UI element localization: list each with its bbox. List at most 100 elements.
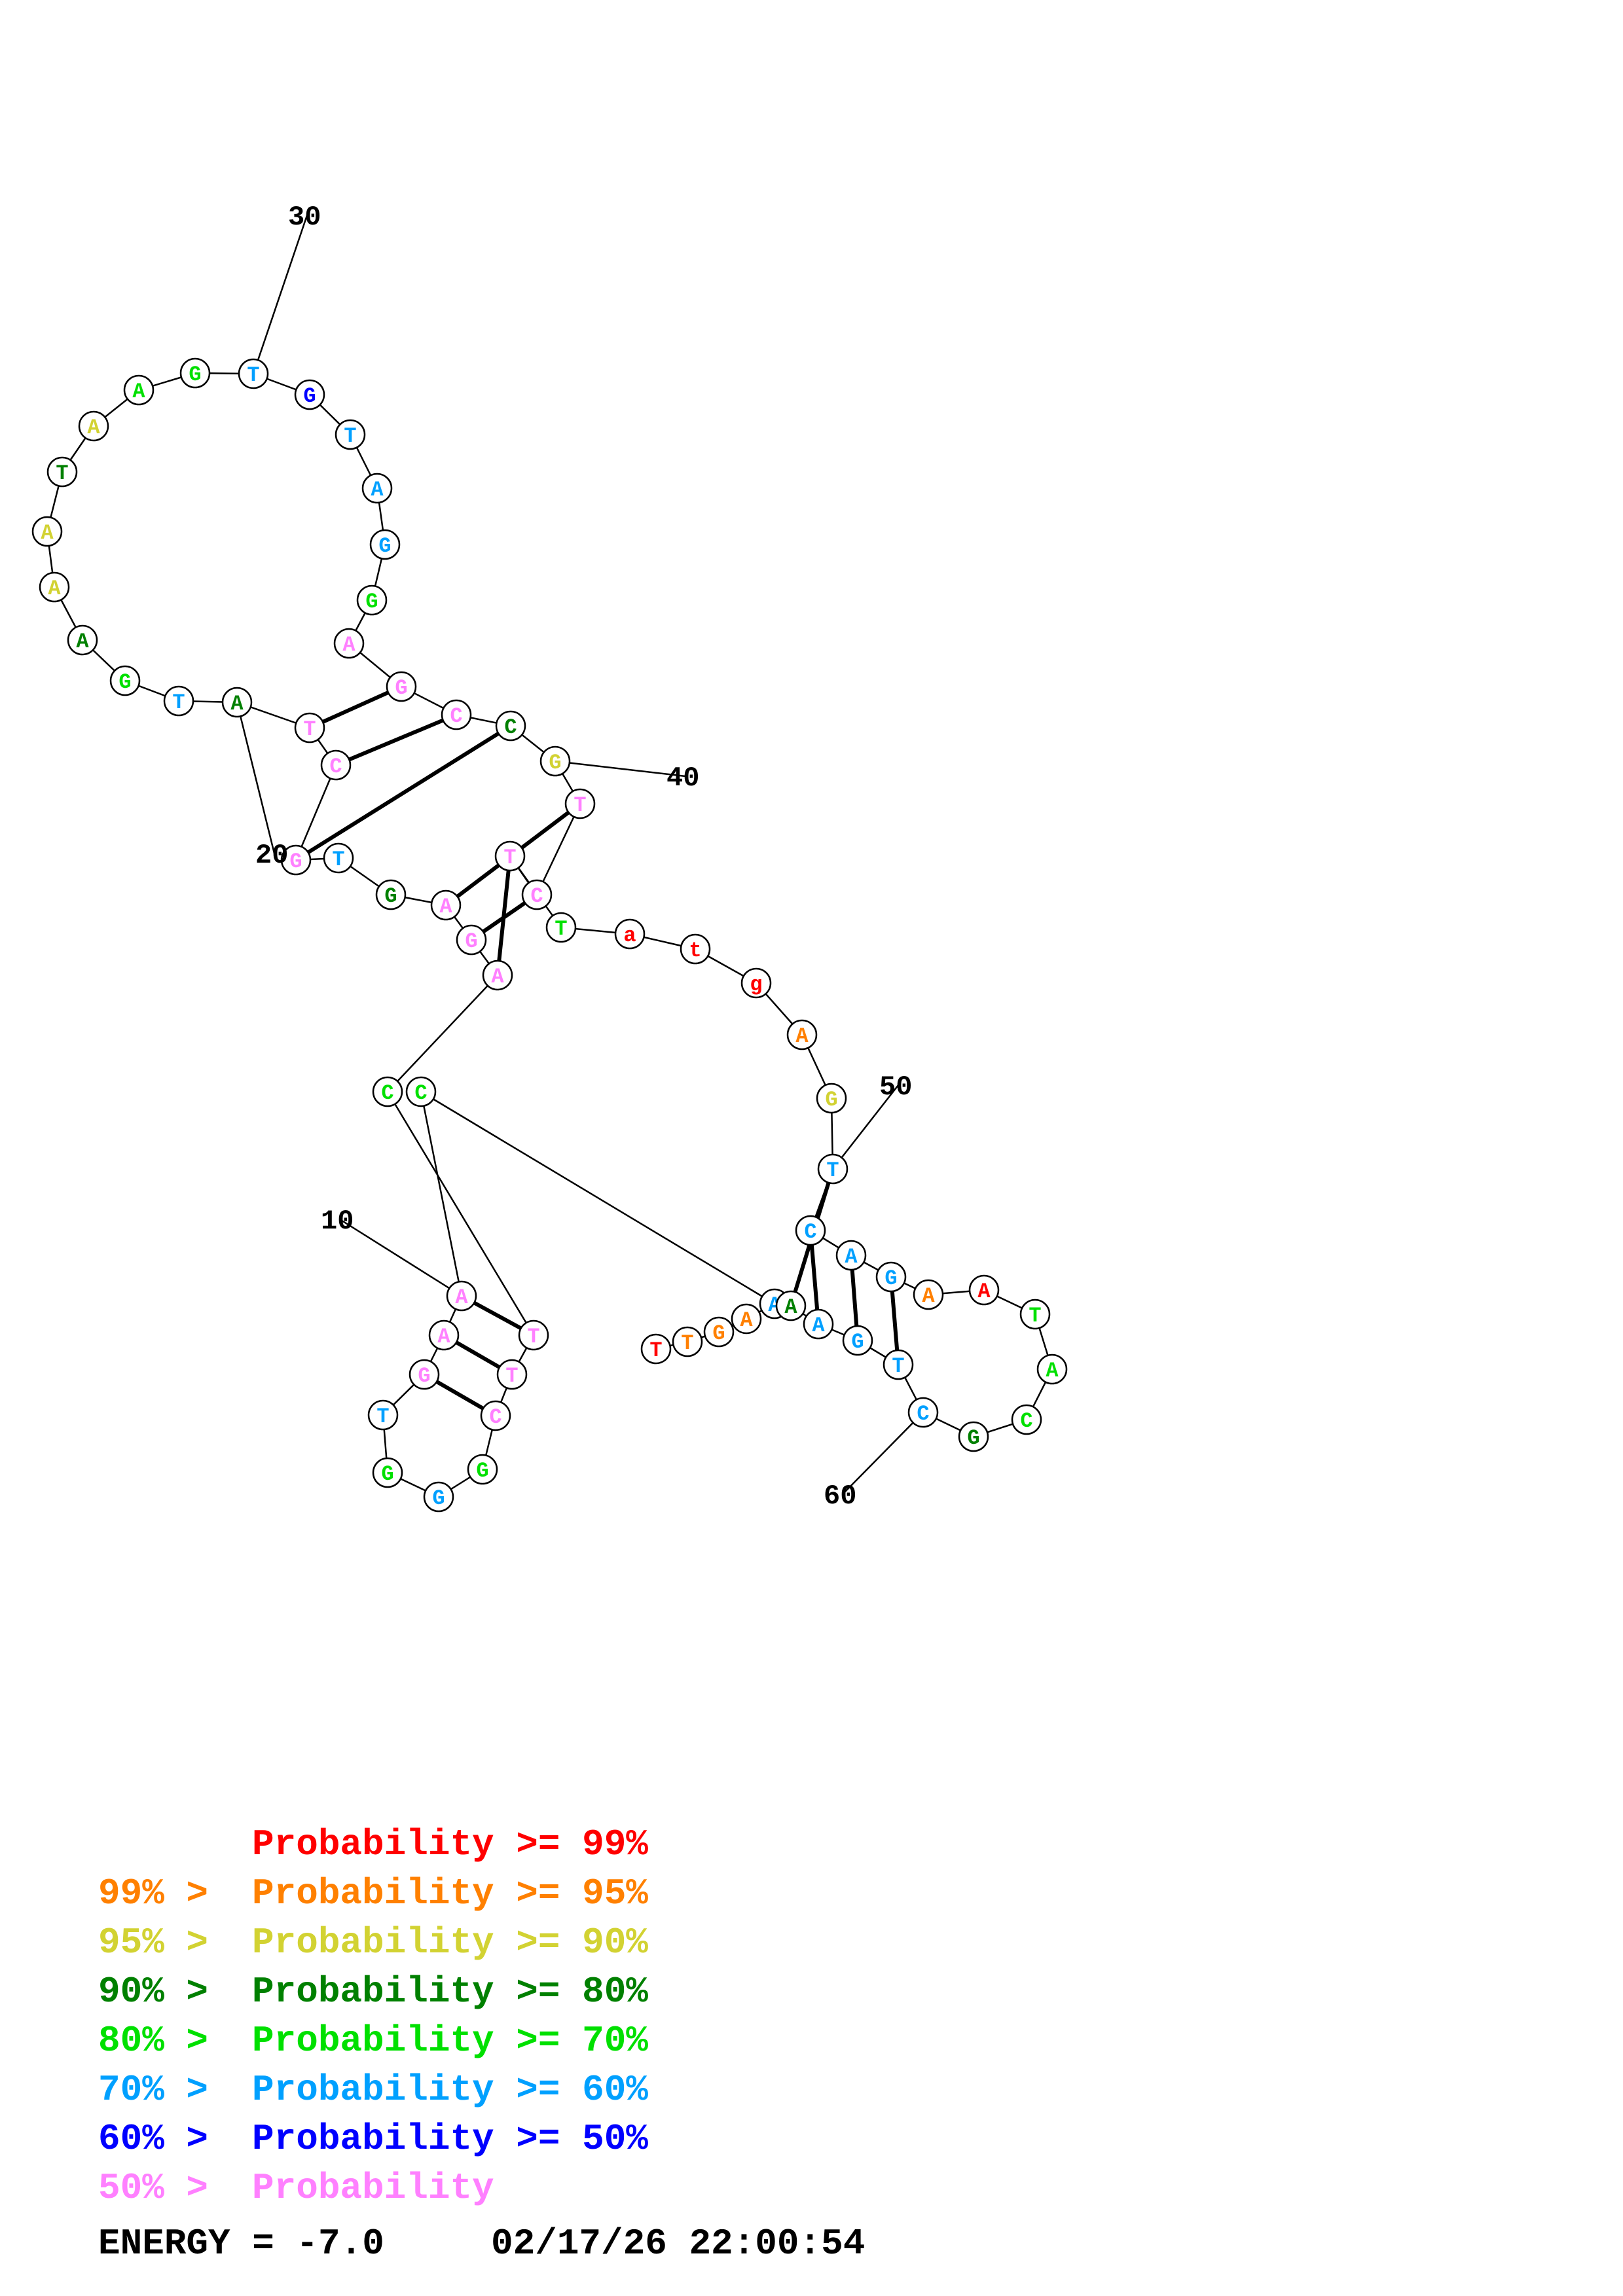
nucleotide: A — [446, 1280, 477, 1312]
nucleotide-letter: A — [784, 1295, 797, 1319]
nucleotide-circle — [482, 960, 513, 991]
nucleotide-circle — [430, 889, 462, 921]
nucleotide: G — [386, 671, 417, 702]
nucleotide: T — [163, 685, 194, 717]
legend-row-5: 80% > Probability >= 70% — [98, 2020, 648, 2062]
nucleotide: G — [369, 529, 401, 560]
position-tick — [555, 760, 686, 778]
energy-footer: ENERGY = -7.0 02/17/26 22:00:54 — [98, 2223, 865, 2265]
nucleotide-letter: T — [892, 1354, 904, 1378]
position-tick — [252, 215, 308, 374]
nucleotide-letter: G — [465, 929, 477, 954]
nucleotide-letter: T — [555, 917, 567, 941]
nucleotide-circle — [294, 379, 325, 410]
nucleotide-letter: A — [812, 1314, 825, 1338]
nucleotide-circle — [614, 918, 646, 950]
nucleotide-letter: T — [332, 848, 344, 872]
nucleotide-circle — [480, 1400, 511, 1431]
nucleotide: a — [614, 918, 646, 950]
nucleotide-circle — [456, 924, 487, 956]
legend-row-3-right: Probability >= 90% — [252, 1922, 648, 1964]
nucleotide: T — [672, 1326, 703, 1357]
nucleotide-circle — [372, 1076, 403, 1107]
nucleotide: G — [409, 1359, 440, 1390]
nucleotide-circle — [163, 685, 194, 717]
nucleotide: G — [456, 924, 487, 956]
legend-row-6-left: 70% > — [98, 2069, 208, 2111]
nucleotide: T — [496, 1359, 528, 1390]
nucleotide-circle — [1011, 1404, 1042, 1435]
position-label: 30 — [288, 202, 321, 233]
nucleotide: C — [320, 749, 352, 781]
nucleotide-letter: G — [189, 363, 201, 387]
nucleotide-circle — [803, 1308, 834, 1340]
position-label: 40 — [666, 762, 699, 794]
nucleotide: G — [109, 665, 141, 696]
nucleotide-letter: G — [289, 850, 302, 874]
nucleotide-circle — [405, 1076, 437, 1107]
nucleotide: T — [323, 842, 354, 874]
nucleotide-circle — [375, 879, 407, 910]
nucleotide-letter: A — [922, 1284, 935, 1308]
nucleotide-letter: A — [76, 630, 89, 654]
nucleotide-letter: G — [967, 1426, 979, 1450]
nucleotide: T — [367, 1399, 399, 1431]
position-tick — [842, 1412, 924, 1495]
nucleotide-circle — [428, 1319, 460, 1351]
nucleotide-circle — [179, 357, 211, 389]
nucleotide: T — [817, 1153, 848, 1185]
nucleotide: C — [795, 1215, 826, 1246]
backbone-segment — [387, 975, 498, 1092]
nucleotide-circle — [367, 1399, 399, 1431]
base-pair-bond — [809, 1230, 820, 1325]
nucleotide-circle — [31, 516, 63, 547]
nucleotide: G — [816, 1083, 847, 1114]
nucleotide-letter: C — [414, 1081, 427, 1105]
nucleotide: A — [913, 1279, 944, 1310]
nucleotide-circle — [731, 1303, 762, 1335]
nucleotide: A — [123, 374, 155, 406]
nucleotide: G — [423, 1481, 454, 1513]
nucleotide: T — [494, 840, 526, 872]
nucleotide-letter: T — [56, 461, 68, 486]
position-label: 10 — [321, 1206, 354, 1237]
nucleotide-circle — [740, 967, 772, 999]
timestamp: 02/17/26 22:00:54 — [491, 2223, 865, 2265]
nucleotide: A — [430, 889, 462, 921]
nucleotide-circle — [1019, 1299, 1051, 1330]
nucleotide-circle — [467, 1454, 498, 1485]
nucleotide-circle — [123, 374, 155, 406]
nucleotide-letter: T — [649, 1338, 662, 1363]
legend-row-5-left: 80% > — [98, 2020, 208, 2062]
nucleotide: A — [731, 1303, 762, 1335]
nucleotide-circle — [39, 571, 70, 603]
nucleotide: A — [968, 1274, 1000, 1306]
nucleotide: A — [835, 1240, 867, 1271]
nucleotide-letter: C — [504, 715, 517, 740]
nucleotide-circle — [545, 912, 577, 943]
energy-label: ENERGY = -7.0 — [98, 2223, 384, 2265]
nucleotide-circle — [386, 671, 417, 702]
nucleotide-circle — [775, 1290, 807, 1321]
nucleotide-letter: A — [439, 895, 452, 919]
nucleotide-letter: G — [549, 751, 561, 775]
nucleotide-letter: G — [119, 670, 131, 694]
nucleotide: G — [280, 844, 312, 876]
nucleotide: C — [495, 710, 526, 742]
nucleotide: T — [46, 456, 78, 488]
nucleotide-letter: T — [344, 424, 356, 448]
nucleotide-letter: C — [917, 1402, 929, 1426]
nucleotide: G — [372, 1457, 403, 1488]
position-label: 60 — [824, 1480, 856, 1512]
nucleotide: T — [640, 1333, 672, 1365]
nucleotide: T — [564, 788, 596, 819]
position-label: 20 — [255, 840, 288, 871]
nucleotide: T — [1019, 1299, 1051, 1330]
nucleotide-letter: C — [450, 704, 462, 728]
nucleotide-circle — [564, 788, 596, 819]
nucleotide-letter: A — [342, 633, 356, 657]
nucleotide-circle — [323, 842, 354, 874]
nucleotide-letter: G — [851, 1330, 864, 1354]
nucleotide-circle — [875, 1261, 907, 1293]
nucleotide: G — [467, 1454, 498, 1485]
